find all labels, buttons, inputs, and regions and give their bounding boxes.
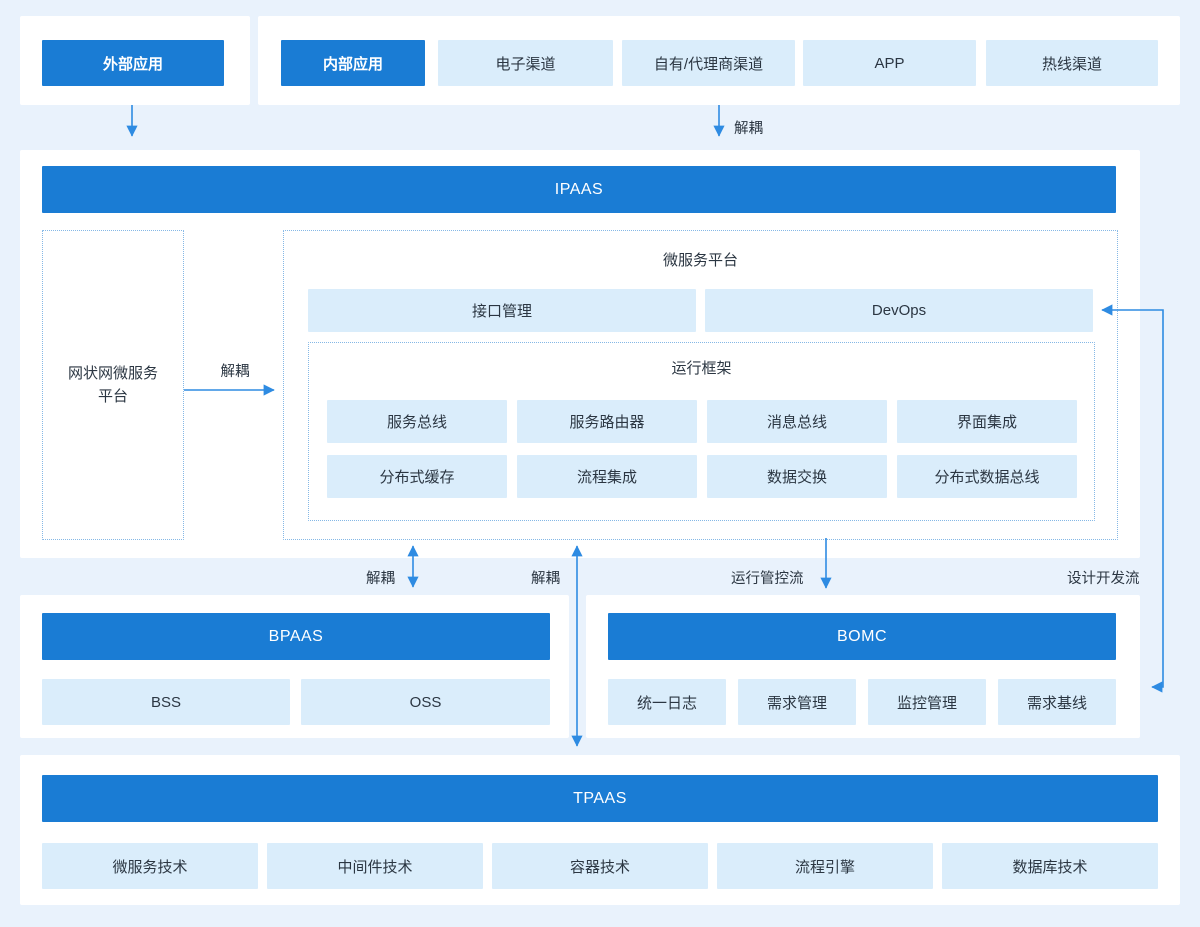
arrow-design-flow-to-bomc (1151, 470, 1164, 693)
block-middleware-tech: 中间件技术 (267, 843, 483, 889)
block-interface-mgmt: 接口管理 (308, 289, 696, 332)
block-oss: OSS (301, 679, 550, 725)
mesh-platform-label: 网状网微服务平台 (67, 364, 158, 405)
block-requirement-baseline: 需求基线 (998, 679, 1116, 725)
block-message-bus: 消息总线 (707, 400, 887, 443)
block-channel-app: APP (803, 40, 976, 86)
block-distributed-cache: 分布式缓存 (327, 455, 507, 498)
block-bss: BSS (42, 679, 290, 725)
tpaas-title-bar: TPAAS (42, 775, 1158, 822)
label-decouple-bpaas: 解耦 (366, 571, 395, 587)
block-devops: DevOps (705, 289, 1093, 332)
ipaas-panel: IPAAS 网状网微服务平台 微服务平台 接口管理 DevOps 运行框架 服务… (20, 150, 1140, 558)
block-ui-integration: 界面集成 (897, 400, 1077, 443)
label-decouple-mesh: 解耦 (220, 364, 250, 380)
block-container-tech: 容器技术 (492, 843, 708, 889)
external-app-panel: 外部应用 (20, 16, 250, 105)
block-service-bus: 服务总线 (327, 400, 507, 443)
mesh-platform-box: 网状网微服务平台 (42, 230, 184, 540)
block-channel-electronic: 电子渠道 (438, 40, 613, 86)
runtime-framework-title: 运行框架 (671, 360, 732, 377)
label-decouple-tpaas: 解耦 (531, 571, 560, 587)
block-service-router: 服务路由器 (517, 400, 697, 443)
bpaas-panel: BPAAS BSS OSS (20, 595, 569, 738)
bpaas-title-bar: BPAAS (42, 613, 550, 660)
block-internal-app: 内部应用 (281, 40, 425, 86)
ipaas-title-bar: IPAAS (42, 166, 1116, 213)
bomc-title-bar: BOMC (608, 613, 1116, 660)
block-distributed-data-bus: 分布式数据总线 (897, 455, 1077, 498)
internal-app-panel: 内部应用 电子渠道 自有/代理商渠道 APP 热线渠道 (258, 16, 1180, 105)
block-data-exchange: 数据交换 (707, 455, 887, 498)
runtime-framework-box: 运行框架 服务总线 服务路由器 消息总线 界面集成 分布式缓存 流程集成 数据交… (308, 342, 1095, 521)
block-channel-hotline: 热线渠道 (986, 40, 1158, 86)
label-runtime-control-flow: 运行管控流 (731, 571, 804, 587)
label-decouple-top: 解耦 (734, 121, 763, 137)
label-design-dev-flow: 设计开发流 (1067, 571, 1140, 587)
block-unified-log: 统一日志 (608, 679, 726, 725)
block-external-app: 外部应用 (42, 40, 224, 86)
block-database-tech: 数据库技术 (942, 843, 1158, 889)
block-process-engine: 流程引擎 (717, 843, 933, 889)
block-process-integration: 流程集成 (517, 455, 697, 498)
tpaas-panel: TPAAS 微服务技术 中间件技术 容器技术 流程引擎 数据库技术 (20, 755, 1180, 905)
bomc-panel: BOMC 统一日志 需求管理 监控管理 需求基线 (586, 595, 1140, 738)
microservice-platform-title: 微服务平台 (662, 252, 738, 269)
block-monitor-mgmt: 监控管理 (868, 679, 986, 725)
block-channel-agent: 自有/代理商渠道 (622, 40, 795, 86)
block-requirement-mgmt: 需求管理 (738, 679, 856, 725)
microservice-platform-box: 微服务平台 接口管理 DevOps 运行框架 服务总线 服务路由器 消息总线 界… (283, 230, 1118, 540)
block-microservice-tech: 微服务技术 (42, 843, 258, 889)
